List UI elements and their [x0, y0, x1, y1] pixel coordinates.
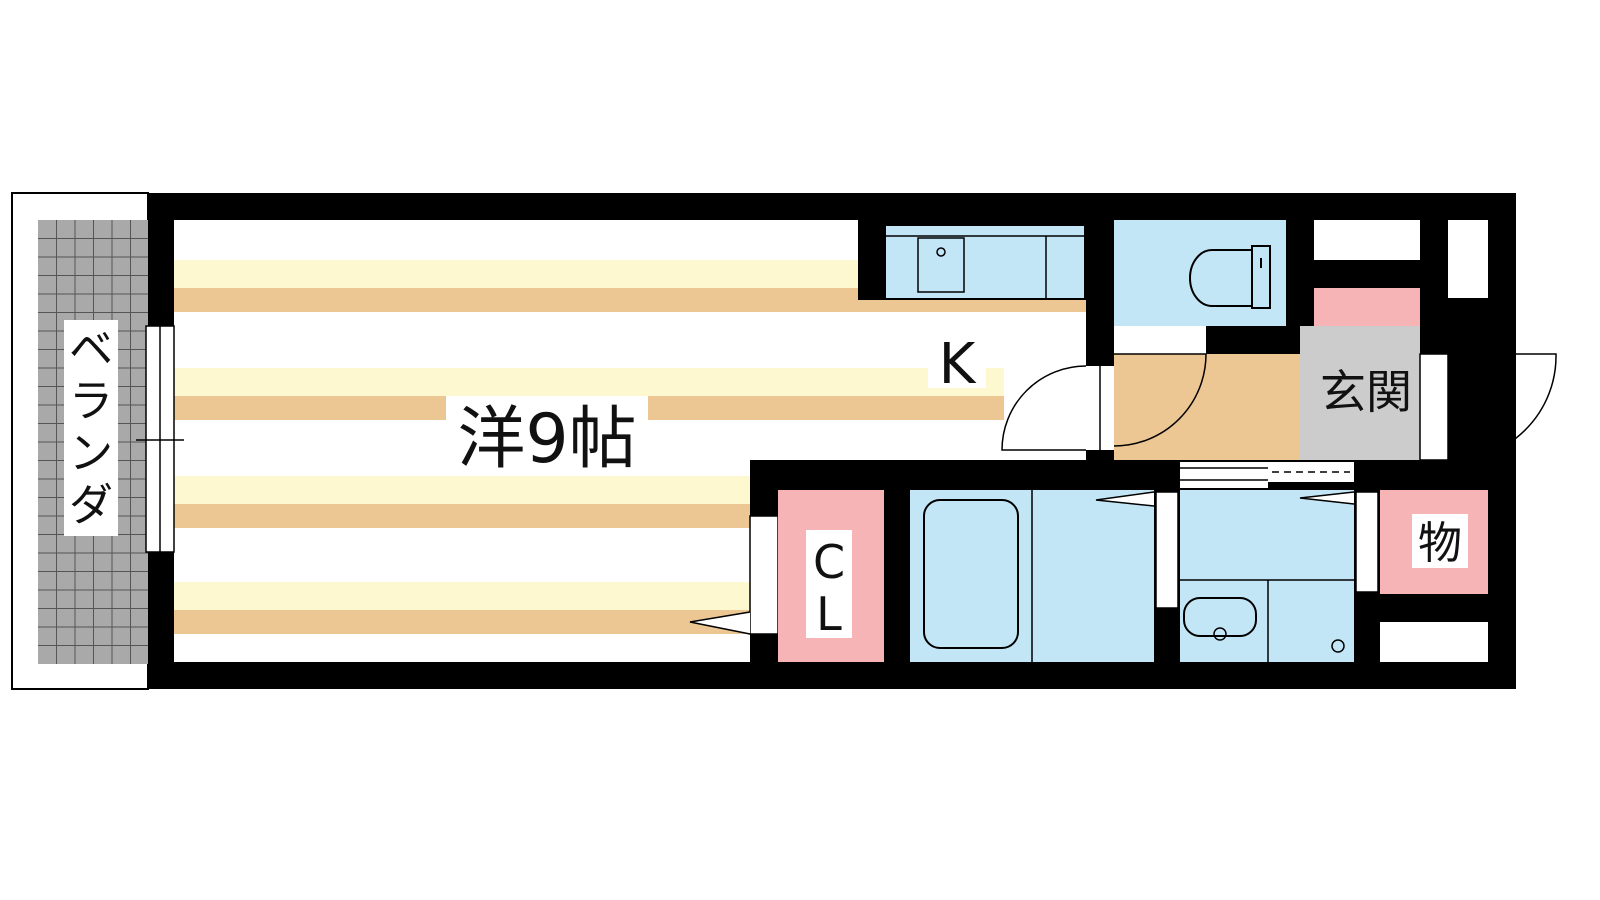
veranda-label-char-1: ベ [69, 324, 113, 375]
shoe-storage [1314, 288, 1420, 326]
entrance-label: 玄関 [1320, 365, 1412, 419]
western-room-label: 洋9帖 [457, 400, 636, 479]
closet-label-l: L [816, 587, 842, 641]
closet [689, 460, 910, 689]
veranda-label-char-2: ラ [69, 376, 113, 427]
kitchen-counter [858, 220, 1086, 300]
veranda: ベ ラ ン ダ [11, 192, 149, 690]
storage-label: 物 [1418, 518, 1462, 569]
entrance-tile [1300, 326, 1420, 460]
bathroom [910, 490, 1180, 662]
kitchen-label: K [939, 332, 977, 397]
bathtub-icon [923, 499, 1019, 649]
toilet-room [1114, 220, 1286, 326]
sink-icon [1183, 597, 1257, 637]
closet-label-c: C [813, 535, 845, 589]
corridor-floor [1114, 354, 1300, 460]
washroom [1180, 462, 1380, 662]
veranda-label-char-3: ン [69, 428, 113, 479]
veranda-window [136, 325, 184, 553]
veranda-label-char-4: ダ [69, 480, 113, 531]
toilet-icon [1189, 249, 1253, 307]
door-swings [1001, 353, 1557, 461]
